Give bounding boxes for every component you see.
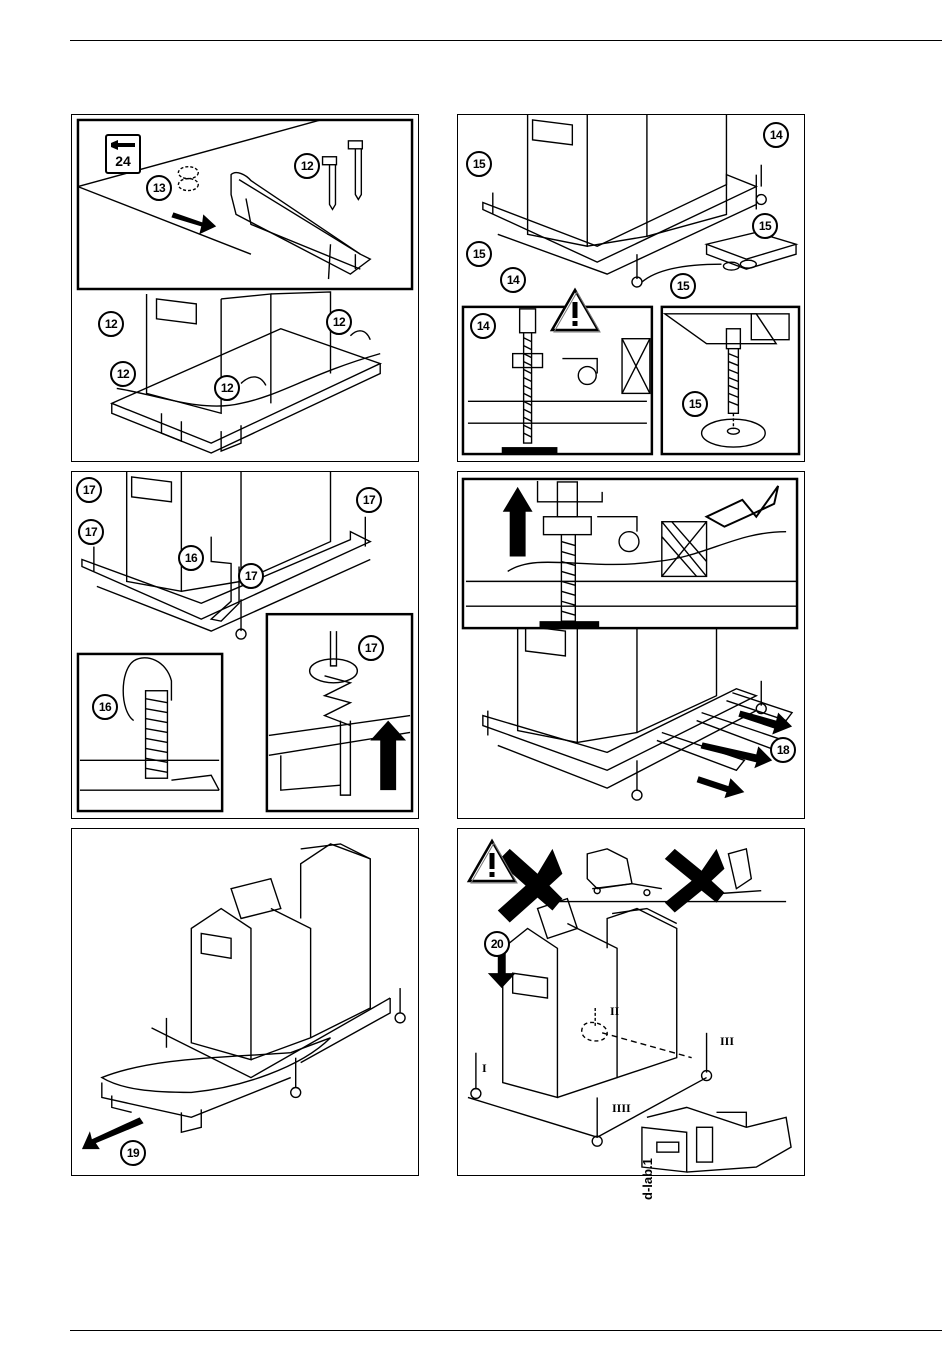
callout-p4-a: 18 [770,737,796,763]
panel-5-drawing [72,829,418,1175]
callout-p3-c: 17 [78,519,104,545]
leg-label-iii: III [720,1034,734,1049]
panel-step-12-13: 24 13 12 12 12 12 12 [71,114,419,462]
wrench-size-badge: 24 [105,134,141,174]
callout-p3-g: 17 [358,635,384,661]
warning-triangle-icon [466,838,518,884]
panel-step-20: 20 I II III IIII [457,828,805,1176]
callout-p1-c: 12 [98,311,124,337]
callout-p3-d: 16 [178,545,204,571]
wrench-size-label: 24 [107,153,139,169]
bottom-rule [70,1330,942,1331]
callout-p6-a: 20 [484,931,510,957]
callout-p3-f: 16 [92,694,118,720]
callout-p2-h: 15 [682,391,708,417]
callout-p1-d: 12 [326,309,352,335]
callout-p3-b: 17 [356,487,382,513]
panel-step-14-15: 15 14 15 15 14 15 14 15 [457,114,805,462]
panel-step-19: 19 [71,828,419,1176]
product-name-label: d-lab.1 [640,1158,655,1200]
top-rule [70,40,942,41]
panel-step-18: 18 [457,471,805,819]
callout-p2-g: 14 [470,313,496,339]
leg-label-iiii: IIII [612,1101,631,1116]
callout-p1-e: 12 [110,361,136,387]
callout-p5-a: 19 [120,1140,146,1166]
callout-p3-e: 17 [238,563,264,589]
leg-label-i: I [482,1061,487,1076]
callout-p2-a: 15 [466,151,492,177]
callout-p2-e: 14 [500,267,526,293]
callout-p1-b: 12 [294,153,320,179]
callout-p2-f: 15 [670,273,696,299]
callout-p2-d: 15 [466,241,492,267]
panel-4-drawing [458,472,804,818]
warning-triangle-icon [549,287,601,333]
callout-p2-c: 15 [752,213,778,239]
callout-p3-a: 17 [76,477,102,503]
panel-step-16-17: 17 17 17 16 17 16 17 [71,471,419,819]
callout-p2-b: 14 [763,122,789,148]
callout-p1-a: 13 [146,175,172,201]
leg-label-ii: II [610,1004,619,1019]
wrench-icon [110,138,136,152]
callout-p1-f: 12 [214,375,240,401]
